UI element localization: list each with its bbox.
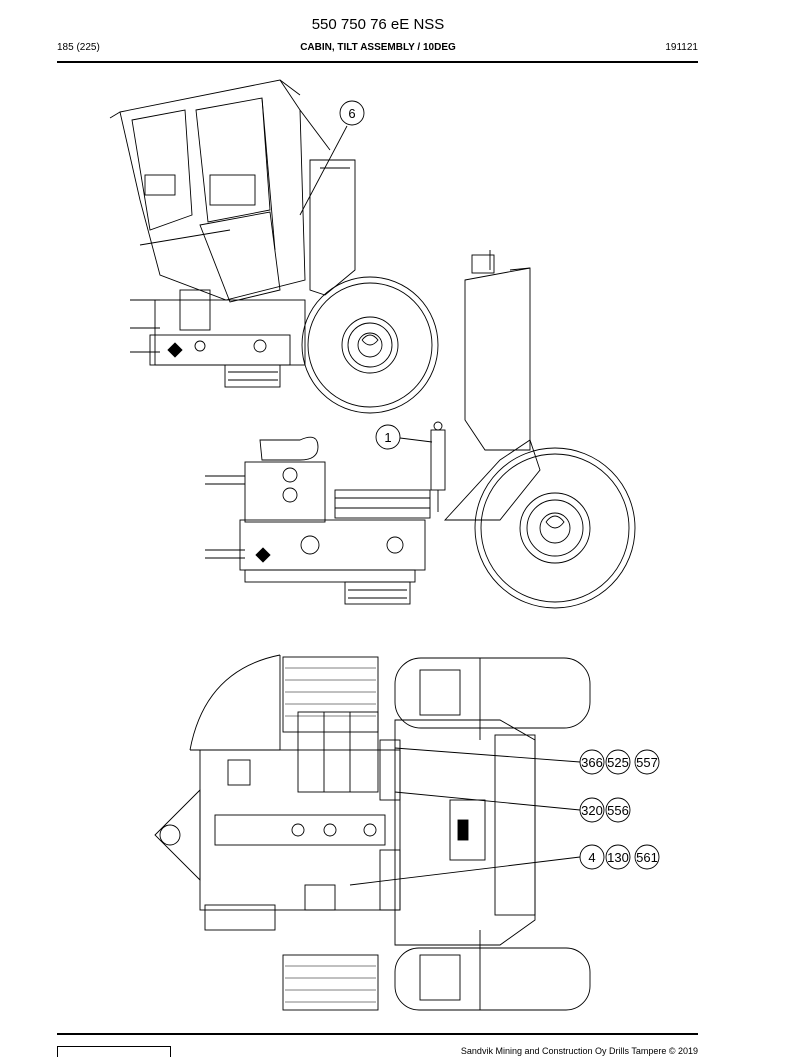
svg-text:320: 320 [581, 803, 603, 818]
footer-rule [57, 1033, 698, 1035]
svg-text:366: 366 [581, 755, 603, 770]
svg-text:6: 6 [348, 106, 355, 121]
logo [57, 1046, 171, 1057]
header-rule [57, 61, 698, 63]
svg-text:525: 525 [607, 755, 629, 770]
callout-366: 366 [579, 749, 605, 775]
section-title: CABIN, TILT ASSEMBLY / 10DEG [300, 42, 456, 53]
top-view [154, 654, 591, 1011]
callout-525: 525 [605, 749, 631, 775]
side-view-cabin-tilted [109, 79, 531, 451]
callout-556: 556 [605, 797, 631, 823]
svg-text:557: 557 [636, 755, 658, 770]
svg-text:1: 1 [384, 430, 391, 445]
callout-557: 557 [634, 749, 660, 775]
callout-6: 6 [339, 100, 365, 126]
svg-text:4: 4 [588, 850, 595, 865]
callout-1: 1 [375, 424, 401, 450]
copyright: Sandvik Mining and Construction Oy Drill… [460, 1046, 698, 1056]
leader-lines [299, 125, 581, 886]
svg-text:561: 561 [636, 850, 658, 865]
svg-text:130: 130 [607, 850, 629, 865]
document-title: 550 750 76 eE NSS [311, 16, 445, 33]
svg-text:556: 556 [607, 803, 629, 818]
callout-4: 4 [579, 844, 605, 870]
side-view-chassis [205, 421, 636, 609]
callout-320: 320 [579, 797, 605, 823]
callout-561: 561 [634, 844, 660, 870]
callout-130: 130 [605, 844, 631, 870]
page-number: 185 (225) [57, 42, 100, 53]
date-code: 191121 [665, 42, 698, 53]
